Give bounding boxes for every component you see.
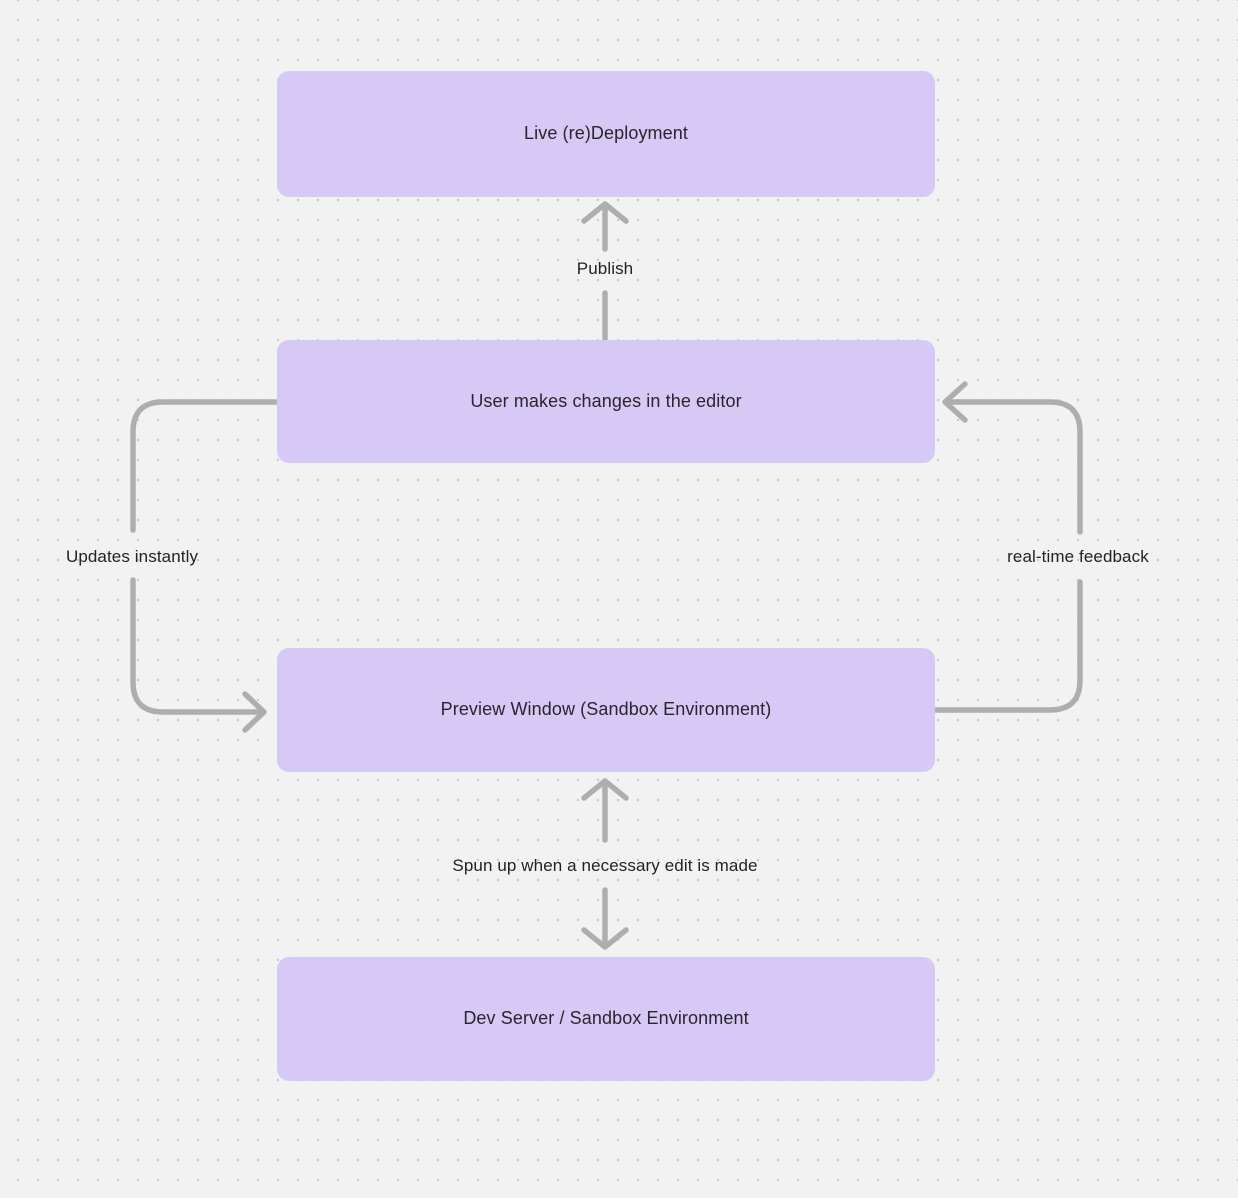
edge-label-publish: Publish [576,259,634,278]
node-label: Dev Server / Sandbox Environment [463,1008,749,1029]
node-label: User makes changes in the editor [470,390,742,411]
edge-label-realtime-feedback: real-time feedback [1007,547,1149,566]
node-live-redeployment[interactable]: Live (re)Deployment [277,71,935,197]
node-preview-window[interactable]: Preview Window (Sandbox Environment) [277,648,935,772]
node-dev-server[interactable]: Dev Server / Sandbox Environment [277,957,935,1081]
node-user-edits[interactable]: User makes changes in the editor [277,340,935,463]
edge-label-spun-up: Spun up when a necessary edit is made [452,856,758,875]
node-label: Preview Window (Sandbox Environment) [440,699,772,720]
edge-label-updates-instantly: Updates instantly [65,547,199,566]
node-label: Live (re)Deployment [524,123,688,144]
